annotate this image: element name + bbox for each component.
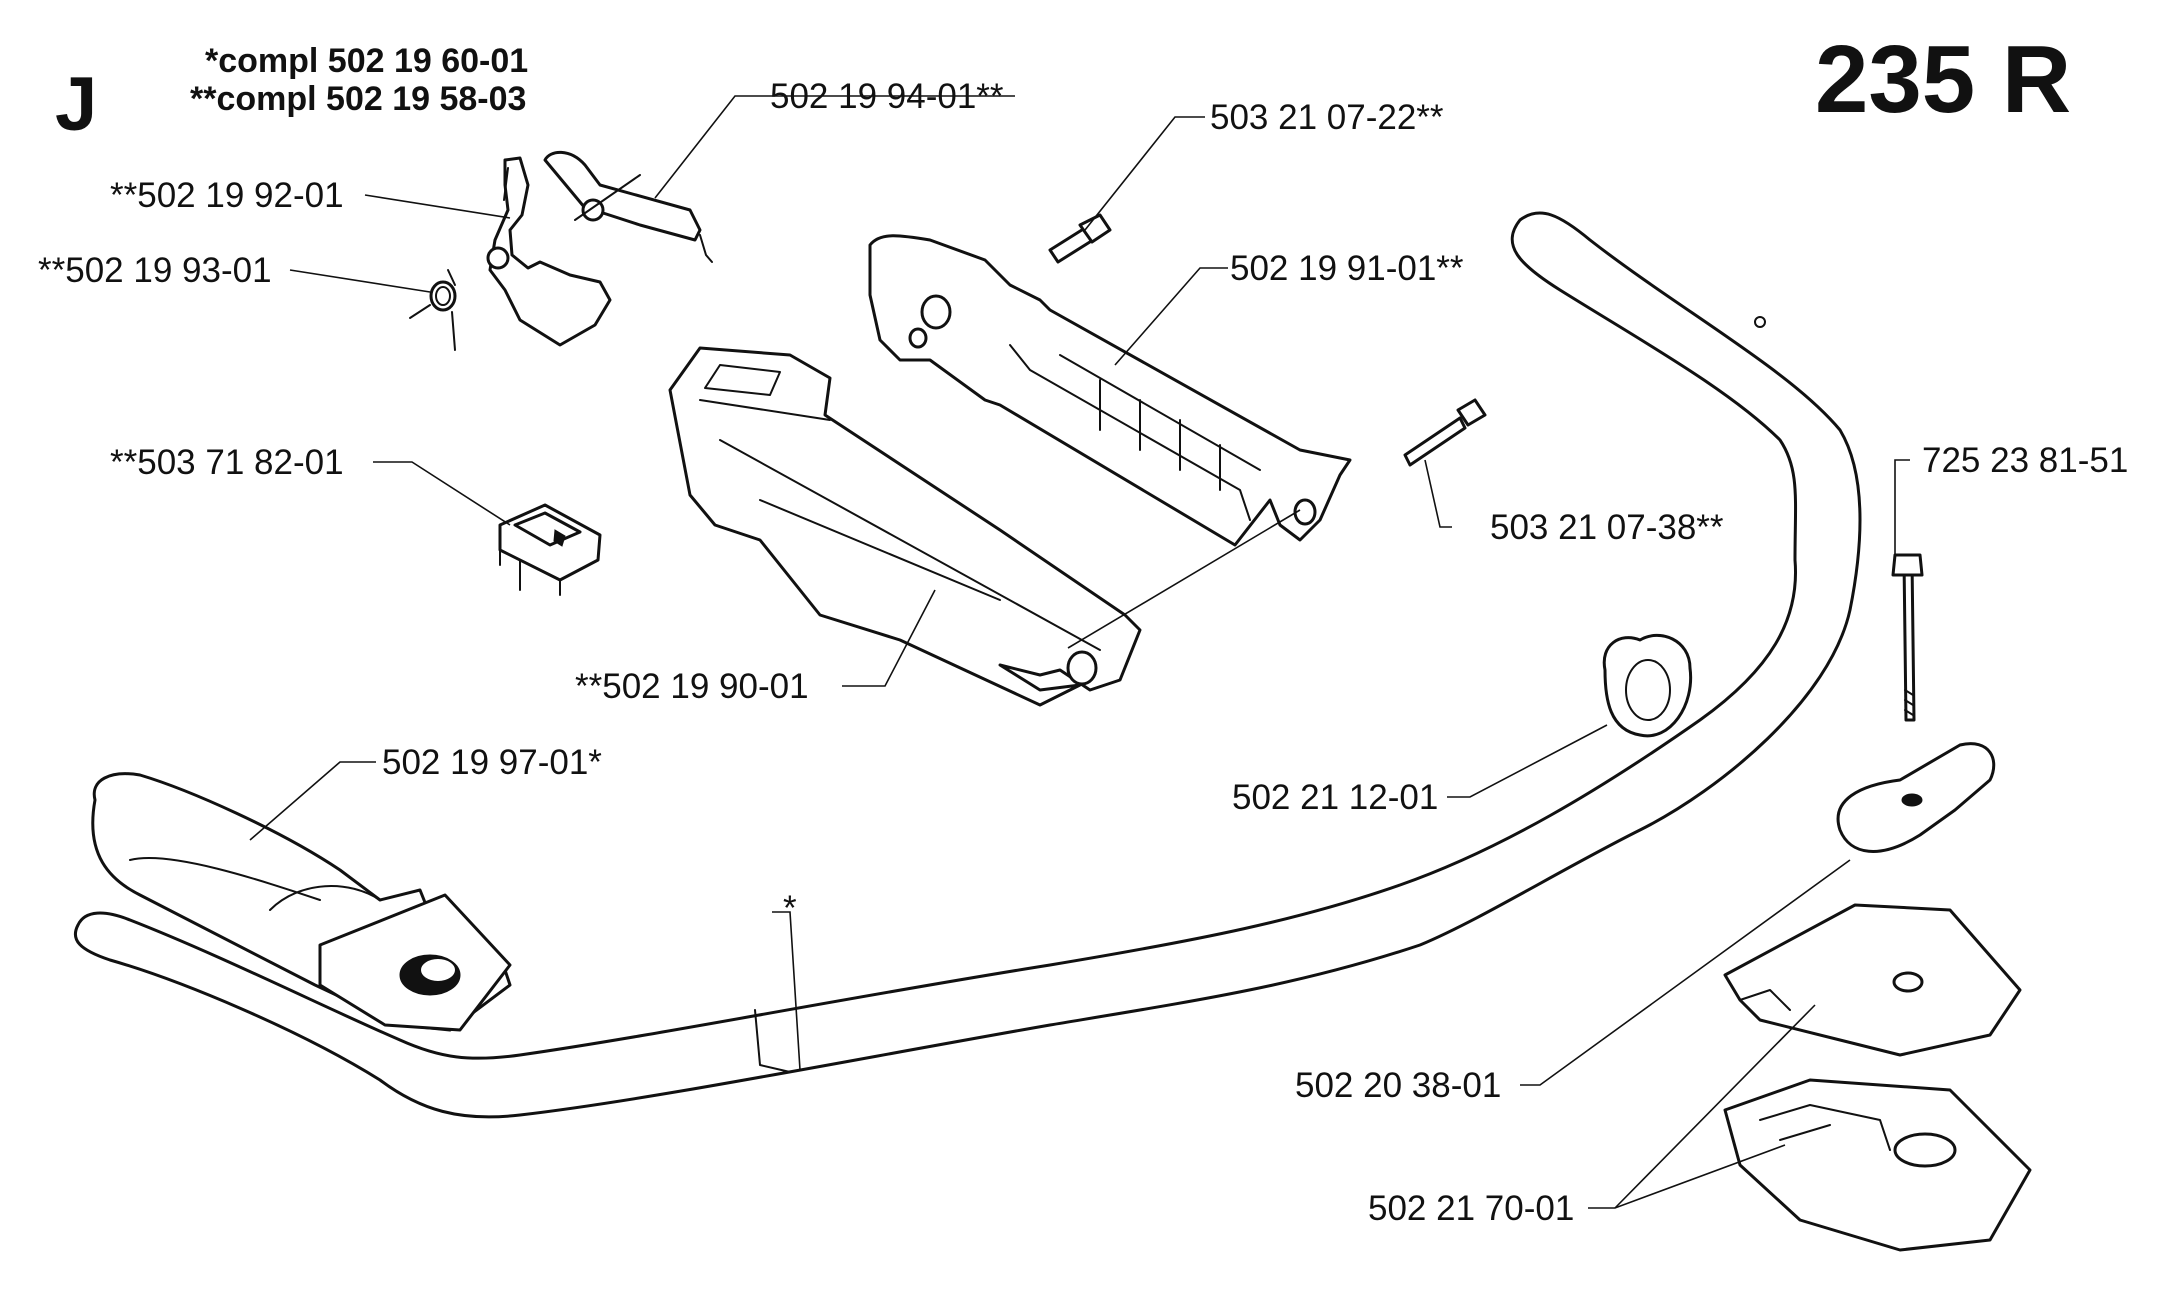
clamp-upper [1723,903,2022,1057]
spring [409,269,457,351]
throttle-trigger [486,156,612,347]
label-503-71-82-01: **503 71 82-01 [110,443,344,482]
label-502-19-91-01: 502 19 91-01** [1230,249,1464,288]
label-503-21-07-22: 503 21 07-22** [1210,98,1444,137]
cable-clip [1602,633,1693,738]
compl-label-1: *compl 502 19 60-01 [205,42,528,80]
bolt-725-23-81-51 [1891,553,1924,722]
section-letter: J [55,62,97,147]
label-502-19-92-01: **502 19 92-01 [110,176,344,215]
screw-503-21-07-38 [1403,398,1487,467]
stop-switch [498,503,602,596]
handle-half-left [668,346,1142,707]
model-title: 235 R [1815,26,2071,133]
label-502-21-12-01: 502 21 12-01 [1232,778,1438,817]
screw-503-21-07-22 [1048,213,1112,264]
label-503-21-07-38: 503 21 07-38** [1490,508,1724,547]
compl-label-2: **compl 502 19 58-03 [190,80,526,118]
leader-lines [249,95,1910,1209]
label-star: * [783,889,797,928]
handle-half-right [868,234,1352,547]
throttle-lock-lever [543,150,713,263]
label-502-20-38-01: 502 20 38-01 [1295,1066,1501,1105]
label-502-21-70-01: 502 21 70-01 [1368,1189,1574,1228]
vibration-damper [1723,1078,2032,1252]
label-725-23-81-51: 725 23 81-51 [1922,441,2128,480]
label-502-19-94-01: 502 19 94-01** [770,77,1004,116]
handle-grip [91,772,512,1032]
wing-knob [1836,742,1996,853]
handle-tube [73,211,1862,1119]
label-502-19-90-01: **502 19 90-01 [575,667,809,706]
label-502-19-97-01: 502 19 97-01* [382,743,602,782]
part-labels: 502 19 94-01** **502 19 92-01 **502 19 9… [38,77,2128,1228]
label-502-19-93-01: **502 19 93-01 [38,251,272,290]
